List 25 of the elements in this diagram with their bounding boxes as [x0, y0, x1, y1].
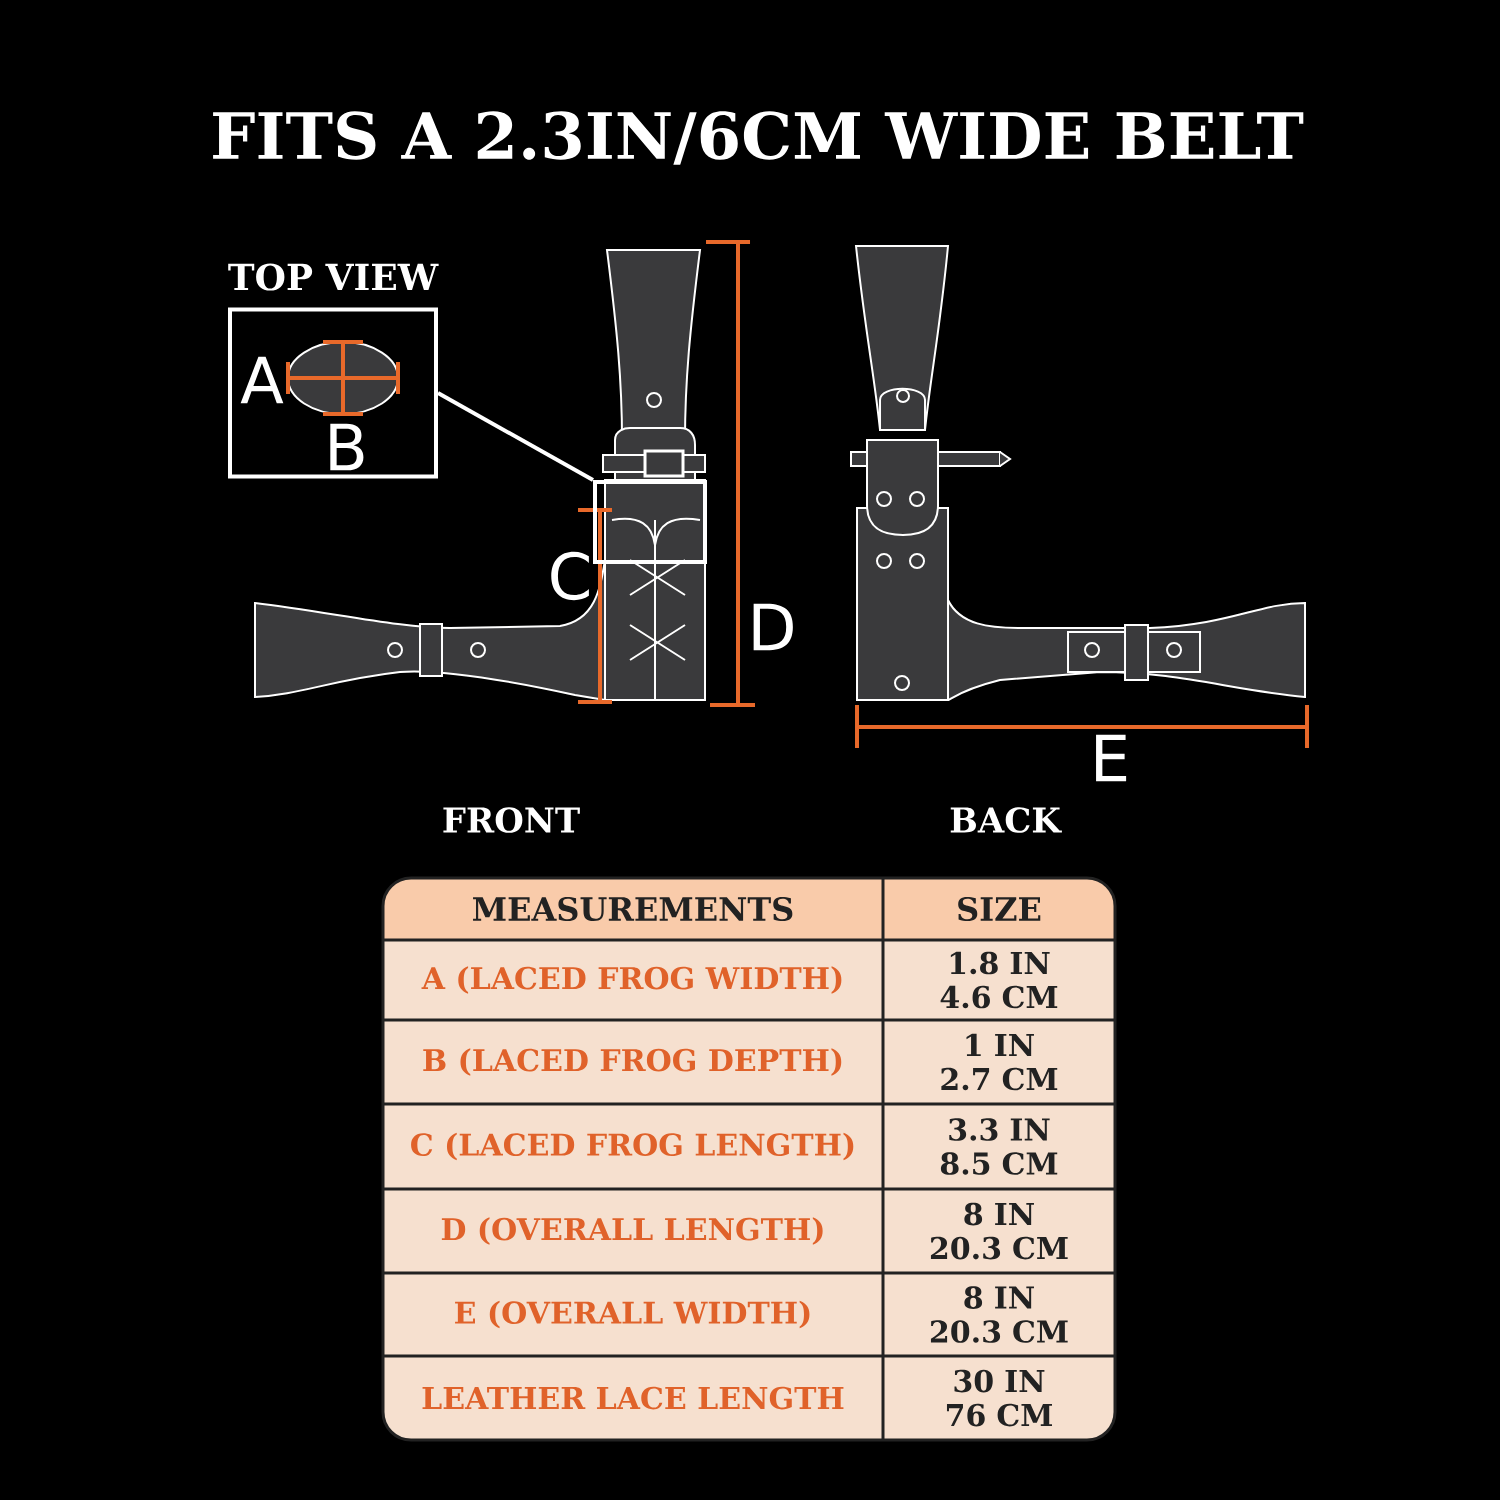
inset-heading: TOP VIEW: [228, 263, 439, 291]
measurement-name: A (LACED FROG WIDTH): [421, 966, 842, 994]
view-label: FRONT: [443, 807, 580, 833]
size-value: 1 IN 2.7 CM: [941, 1033, 1058, 1091]
measurement-name: E (OVERALL WIDTH): [455, 1300, 810, 1329]
dimension-letter: D: [753, 603, 793, 651]
measurement-name: LEATHER LACE LENGTH: [422, 1386, 844, 1410]
size-value: 1.8 IN 4.6 CM: [940, 951, 1058, 1009]
size-value: 3.3 IN 8.5 CM: [940, 1118, 1058, 1175]
measurement-name: C (LACED FROG LENGTH): [411, 1132, 854, 1161]
title: FITS A 2.3IN/6CM WIDE BELT: [213, 111, 1304, 165]
column-header: SIZE: [958, 896, 1041, 922]
measurement-name: B (LACED FROG DEPTH): [423, 1048, 842, 1076]
leader-line: [437, 391, 594, 482]
size-value: 30 IN 76 CM: [947, 1369, 1052, 1427]
size-value: 8 IN 20.3 CM: [930, 1286, 1068, 1343]
dimension-letter: A: [240, 356, 284, 404]
dimension-letter: B: [330, 423, 364, 471]
view-label: BACK: [950, 807, 1062, 833]
measurement-name: D (OVERALL LENGTH): [441, 1217, 823, 1245]
highlight-box: [593, 480, 707, 564]
dimension-letter: C: [551, 551, 589, 601]
column-header: MEASUREMENTS: [473, 896, 793, 922]
dimension-letter: E: [1096, 734, 1127, 782]
size-value: 8 IN 20.3 CM: [930, 1202, 1068, 1260]
